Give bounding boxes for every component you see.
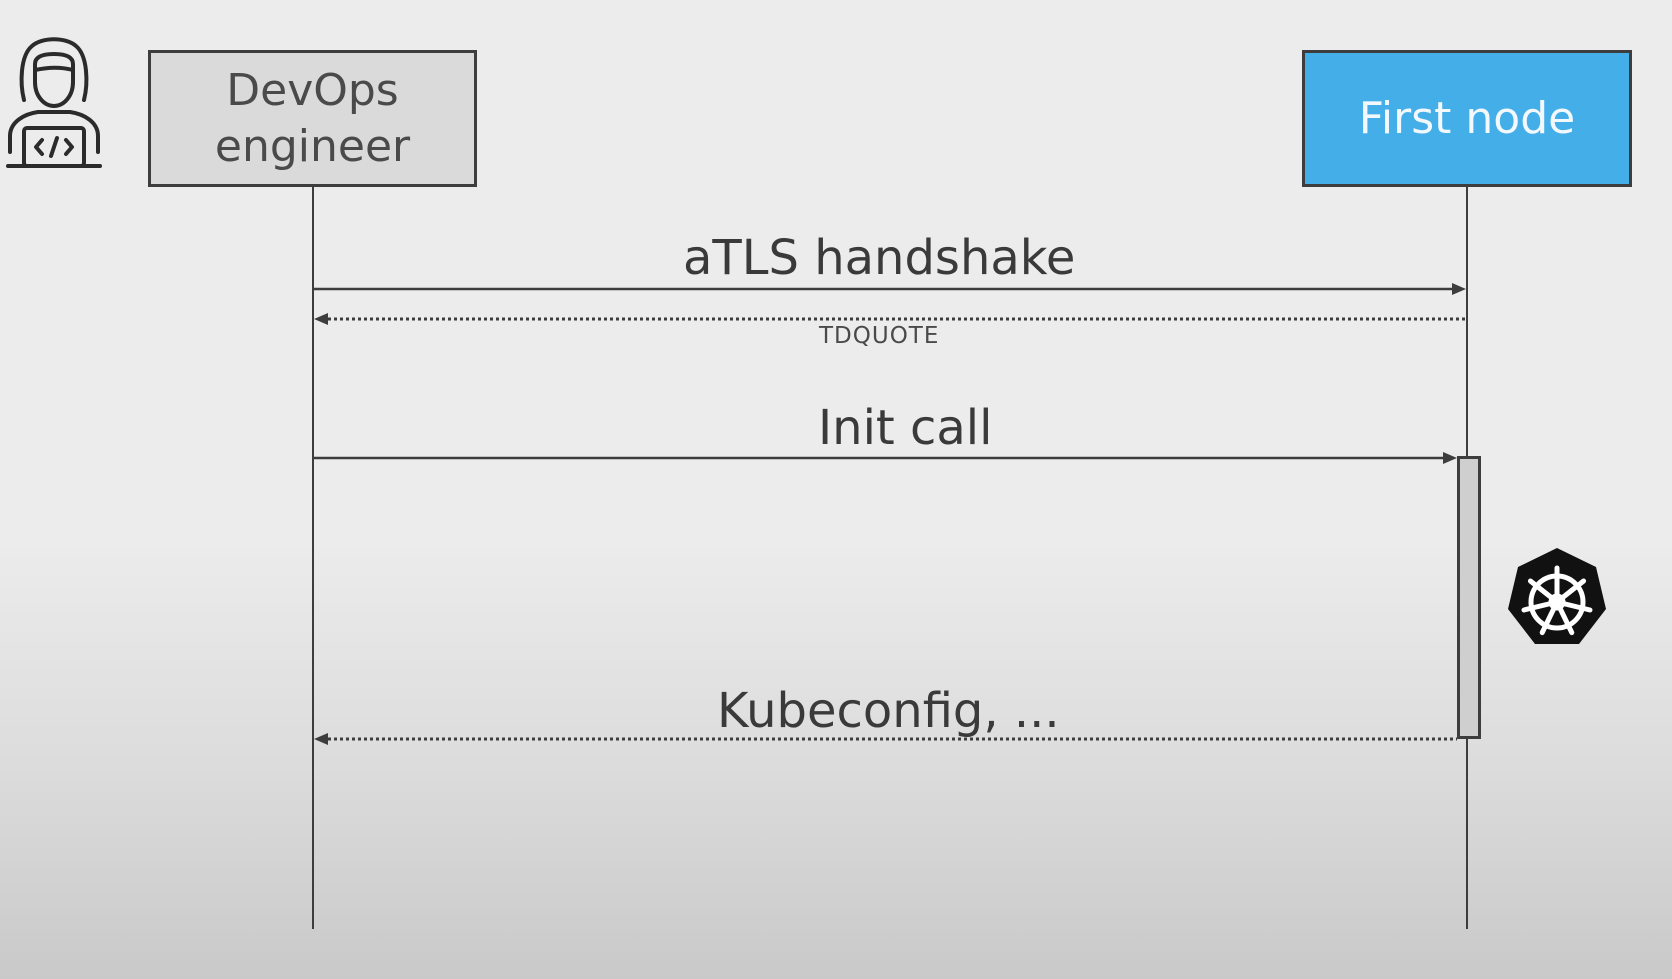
participant-devops-engineer: DevOps engineer [148,50,477,187]
participant-devops-label-line2: engineer [214,120,411,172]
arrow-kubeconfig [314,733,1457,745]
message-label-kubeconfig: Kubeconfig, ... [717,683,1060,739]
kubernetes-helm-icon [1503,544,1611,652]
participant-first-node: First node [1302,50,1632,187]
arrow-tdquote [314,313,1466,325]
message-label-init-call: Init call [818,400,993,456]
participant-devops-label-line1: DevOps [226,64,399,116]
arrow-atls-handshake [314,283,1466,295]
developer-person-icon [2,34,106,172]
activation-bar-first-node [1457,456,1481,739]
message-label-atls-handshake: aTLS handshake [683,230,1076,286]
message-label-tdquote: TDQUOTE [819,323,940,349]
arrow-init-call [314,452,1457,464]
participant-first-node-label: First node [1358,93,1576,144]
lifeline-devops [312,187,314,929]
